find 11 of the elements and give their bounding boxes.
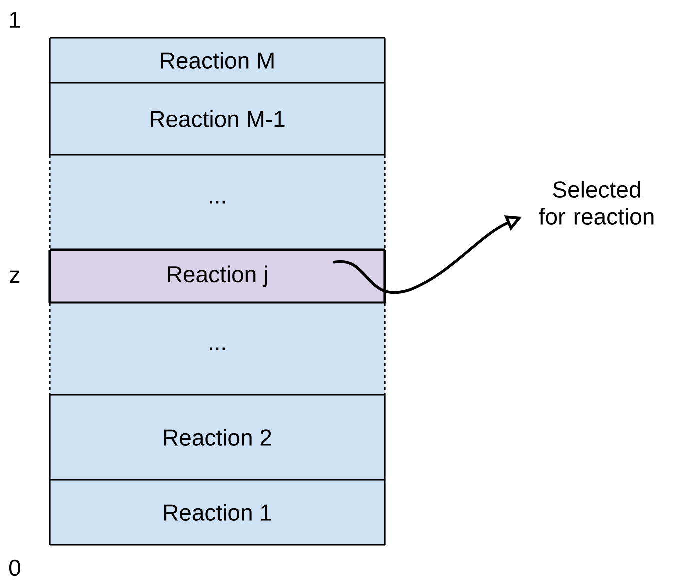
reaction-row: ...: [49, 302, 386, 396]
text-label: Selected for reaction: [539, 181, 654, 225]
reaction-row: Reaction j: [48, 248, 386, 304]
axis-value: 1: [10, 12, 20, 28]
reaction-row: Reaction 2: [49, 394, 386, 481]
reaction-row: Reaction M-1: [49, 82, 386, 156]
reaction-row: ...: [49, 154, 386, 251]
axis-value: 0: [10, 560, 20, 576]
axis-value: z: [10, 270, 20, 284]
reaction-row: Reaction M: [49, 37, 386, 84]
reaction-row: Reaction 1: [49, 479, 386, 546]
